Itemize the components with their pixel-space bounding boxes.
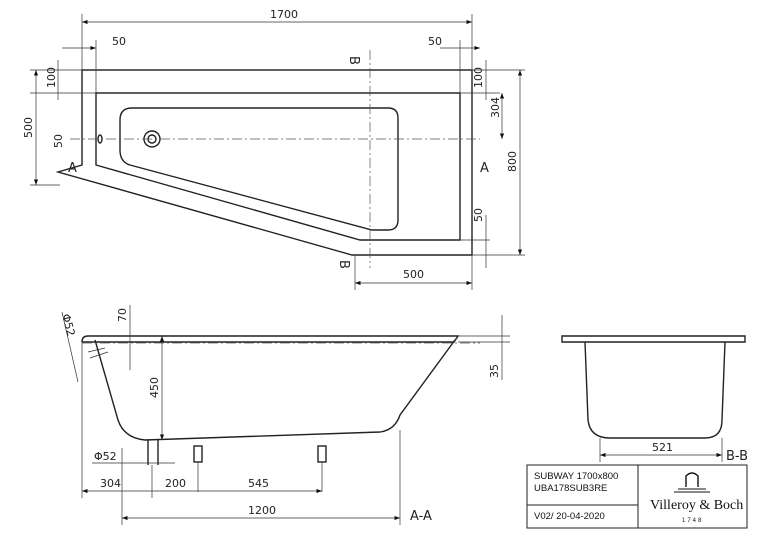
leg-icon	[193, 445, 203, 492]
dim-50-left: 50	[112, 35, 126, 48]
brand-year: 1748	[682, 518, 703, 524]
dim-70: 70	[116, 308, 129, 322]
dim-545: 545	[248, 477, 269, 490]
dim-35: 35	[488, 364, 501, 378]
section-marker-b-top: B	[346, 56, 361, 65]
section-marker-a-right: A	[480, 161, 489, 176]
dim-521: 521	[652, 441, 673, 454]
tub-profile-bb	[584, 341, 726, 439]
dim-500-left: 500	[22, 117, 35, 138]
tub-outline	[55, 69, 473, 256]
section-marker-b-bottom: B	[336, 260, 351, 269]
dim-200: 200	[165, 477, 186, 490]
section-bb: 521 B-B	[561, 335, 748, 464]
dim-1700: 1700	[270, 8, 298, 21]
dim-800: 800	[506, 151, 519, 172]
brand-logo-icon	[674, 472, 710, 493]
dim-50-angle: 50	[52, 134, 65, 148]
drain-pipe	[147, 440, 159, 465]
dim-304: 304	[489, 97, 502, 118]
dim-50-bottom: 50	[472, 208, 485, 222]
product-code: UBA178SUB3RE	[534, 483, 607, 494]
dim-304: 304	[100, 477, 121, 490]
dim-50-right: 50	[428, 35, 442, 48]
section-aa: Φ52 70 450 Φ52 304 200 545 1200 A-A 35	[59, 305, 510, 525]
tub-rim-inner	[95, 92, 461, 241]
top-view: 1700 50 50 100 500 50 100 304 800 50 500…	[22, 8, 525, 290]
dim-450: 450	[148, 377, 161, 398]
tub-profile	[94, 339, 456, 441]
leg-icon	[317, 445, 327, 492]
dim-1200: 1200	[248, 504, 276, 517]
basin	[119, 107, 399, 231]
title-block: SUBWAY 1700x800 UBA178SUB3RE V02/ 20-04-…	[526, 464, 748, 529]
product-name: SUBWAY 1700x800	[534, 471, 618, 482]
dim-overflow-diameter: Φ52	[59, 312, 77, 337]
version-date: V02/ 20-04-2020	[534, 511, 605, 522]
dim-500-bottom: 500	[403, 268, 424, 281]
dim-100-left: 100	[45, 67, 58, 88]
section-label-bb: B-B	[726, 449, 748, 464]
brand-name: Villeroy & Boch	[650, 498, 743, 513]
section-label-aa: A-A	[410, 509, 432, 524]
dim-drain-diameter: Φ52	[94, 450, 117, 463]
dim-100-right: 100	[472, 67, 485, 88]
section-marker-a-left: A	[68, 161, 77, 176]
